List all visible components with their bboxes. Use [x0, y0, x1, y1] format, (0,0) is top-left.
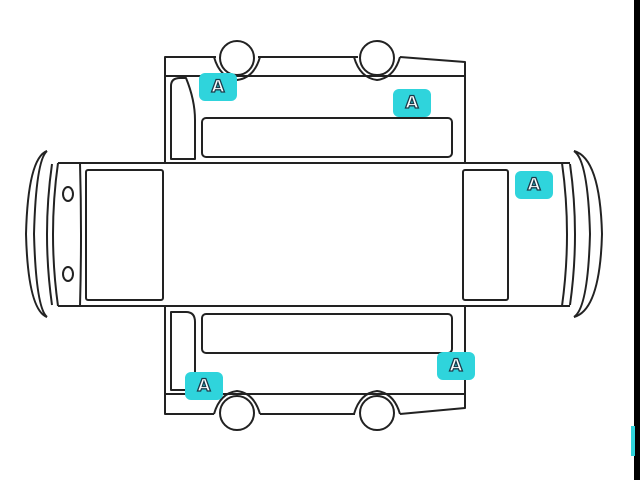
wheel-icon — [359, 395, 395, 431]
marker-a-right-end: A — [515, 171, 553, 199]
marker-a-front-left-bottom: A — [185, 372, 223, 400]
marker-a-top-right-window: A — [393, 89, 431, 117]
clipped-marker-fragment — [631, 426, 635, 456]
lower-side-view — [164, 306, 466, 431]
marker-a-bottom-right-window: A — [437, 352, 475, 380]
wheel-icon — [219, 395, 255, 431]
right-border-bar — [634, 0, 640, 480]
wheel-icon — [219, 40, 255, 76]
marker-a-front-left-top: A — [199, 73, 237, 101]
wheel-icon — [359, 40, 395, 76]
top-plan-view — [25, 150, 603, 318]
